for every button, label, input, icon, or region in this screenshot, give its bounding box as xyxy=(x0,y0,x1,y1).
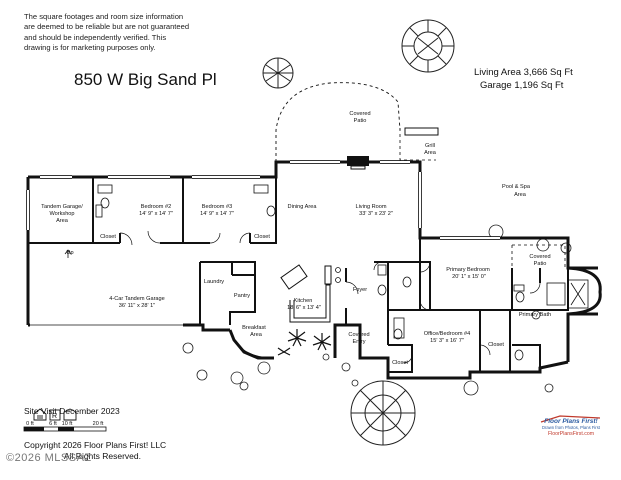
brand-block: Floor Plans First! Drawn from Photos, Pl… xyxy=(541,418,601,437)
label-living-size: 33' 3" x 23' 2" xyxy=(359,211,393,217)
scale-tick-20: 20 ft xyxy=(93,421,104,427)
grill-area-outline xyxy=(399,128,436,161)
kitchen-island xyxy=(280,264,308,290)
label-foyer: Foyer xyxy=(353,287,367,293)
label-covered-patio-right: Covered xyxy=(529,254,550,260)
label-pool-spa-2: Area xyxy=(514,192,527,198)
stair-up-arrow xyxy=(64,249,72,258)
window-frames xyxy=(26,160,500,240)
label-garage-size: 36' 11" x 28' 1" xyxy=(119,303,155,309)
label-up: Up xyxy=(66,250,73,256)
label-closet-primary: Closet xyxy=(488,342,504,348)
label-closet-office: Closet xyxy=(392,360,408,366)
scale-ticks: 0 ft 6 ft 10 ft 20 ft xyxy=(26,421,104,427)
label-kitchen: Kitchen xyxy=(294,298,313,304)
label-office-size: 15' 3" x 16' 7" xyxy=(430,338,464,344)
label-covered-entry-2: Entry xyxy=(352,339,365,345)
stools xyxy=(335,267,341,283)
brand-tagline: Drawn from Photos, Plans First xyxy=(542,425,600,430)
label-bedroom2-size: 14' 9" x 14' 7" xyxy=(139,211,173,217)
label-tandem-workshop: Tandem Garage/ xyxy=(41,204,83,210)
label-bedroom3: Bedroom #3 xyxy=(202,204,232,210)
label-covered-patio-right-2: Patio xyxy=(534,261,547,267)
tree-icon xyxy=(262,57,294,89)
tree-icon xyxy=(401,19,455,73)
label-covered-patio-top: Covered xyxy=(349,111,370,117)
label-covered-patio-top-2: Patio xyxy=(354,118,367,124)
label-covered-entry: Covered xyxy=(348,332,369,338)
breakfast-bay-window xyxy=(229,329,275,359)
room-labels: Covered Patio Grill Area Pool & Spa Area… xyxy=(41,111,551,366)
tree-icon xyxy=(350,380,416,446)
label-laundry: Laundry xyxy=(204,279,224,285)
label-grill-2: Area xyxy=(424,150,437,156)
copyright: Copyright 2026 Floor Plans First! LLC Al… xyxy=(24,440,166,462)
label-dining: Dining Area xyxy=(288,204,318,210)
door-swings xyxy=(119,230,541,364)
label-garage: 4-Car Tandem Garage xyxy=(109,296,165,302)
label-primary-bath: Primary Bath xyxy=(519,312,551,318)
disclaimer-line: drawing is for marketing purposes only. xyxy=(24,42,156,52)
disclaimer-line: and should be independently verified. Th… xyxy=(24,32,167,42)
brand-url: FloorPlansFirst.com xyxy=(547,431,595,437)
label-kitchen-size: 18' 6" x 13' 4" xyxy=(287,305,321,311)
label-living: Living Room xyxy=(355,204,386,210)
realtor-icon: R xyxy=(49,409,61,421)
label-primary-bedroom-size: 20' 1" x 15' 0" xyxy=(452,274,486,280)
label-closet-b2: Closet xyxy=(100,234,116,240)
fireplace-hearth xyxy=(350,165,366,170)
windows xyxy=(26,160,500,240)
disclaimer-line: The square footages and room size inform… xyxy=(24,12,184,21)
brand-name: Floor Plans First! xyxy=(544,418,598,425)
area-summary: Living Area 3,666 Sq Ft Garage 1,196 Sq … xyxy=(474,66,573,92)
label-closet-b3: Closet xyxy=(254,234,270,240)
living-area: Living Area 3,666 Sq Ft xyxy=(474,67,573,78)
label-breakfast: Breakfast xyxy=(242,325,266,331)
kitchen-counter xyxy=(289,284,331,323)
label-office: Office/Bedroom #4 xyxy=(424,331,471,337)
label-tandem-workshop-2: Workshop xyxy=(49,211,74,217)
label-breakfast-2: Area xyxy=(250,332,263,338)
disclaimer-line: are deemed to be reliable but are not gu… xyxy=(24,22,190,32)
covered-patio-right-outline xyxy=(511,244,566,268)
brand-logo-icon xyxy=(540,415,601,423)
label-bedroom3-size: 14' 9" x 14' 7" xyxy=(200,211,234,217)
copyright-line: Copyright 2026 Floor Plans First! LLC xyxy=(24,440,167,450)
site-visit-date: Site Visit December 2023 xyxy=(24,406,120,416)
grill-counter xyxy=(404,127,439,136)
primary-bath-bay xyxy=(567,266,602,316)
scale-tick-10: 10 ft xyxy=(62,421,73,427)
covered-patio-outline xyxy=(275,82,401,162)
mls-icon xyxy=(63,408,77,421)
equal-housing-icon xyxy=(33,408,47,421)
disclaimer: The square footages and room size inform… xyxy=(24,12,204,53)
label-pool-spa: Pool & Spa xyxy=(502,184,531,190)
fireplace xyxy=(347,156,369,166)
svg-text:R: R xyxy=(52,413,57,420)
label-bedroom2: Bedroom #2 xyxy=(141,204,171,210)
garage-area: Garage 1,196 Sq Ft xyxy=(480,80,564,91)
scale-tick-0: 0 ft xyxy=(26,421,34,427)
label-tandem-workshop-3: Area xyxy=(56,218,69,224)
copyright-line: All Rights Reserved. xyxy=(64,451,142,461)
label-primary-bedroom: Primary Bedroom xyxy=(446,267,490,273)
property-address: 850 W Big Sand Pl xyxy=(74,70,217,89)
label-grill: Grill xyxy=(425,143,435,149)
watermark: ©2026 MLSSAZ xyxy=(6,452,92,464)
bath-fixtures xyxy=(95,184,589,361)
scale-bar xyxy=(23,426,107,432)
label-pantry: Pantry xyxy=(234,293,250,299)
scale-tick-6: 6 ft xyxy=(49,421,57,427)
palm-icon xyxy=(277,329,332,356)
kitchen-peninsula xyxy=(324,265,332,285)
